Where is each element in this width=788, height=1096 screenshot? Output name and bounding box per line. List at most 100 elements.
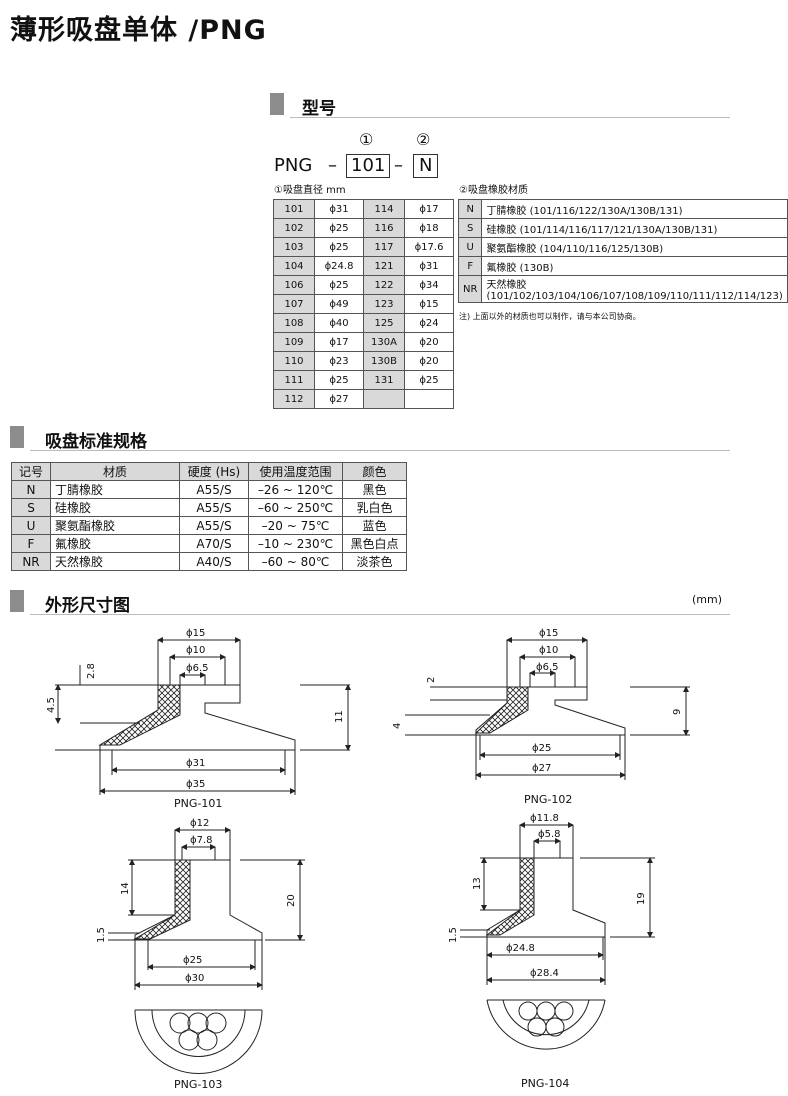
diameter-label: ①吸盘直径 mm [274, 185, 346, 196]
diameter-code: 106 [273, 275, 315, 295]
diameter-value: ϕ27 [314, 389, 364, 409]
diameter-code: 110 [273, 351, 315, 371]
model-code-2: N [413, 154, 439, 178]
png104-d118: ϕ11.8 [530, 813, 559, 824]
png102-h9: 9 [672, 709, 683, 715]
diameter-value: ϕ17 [404, 199, 454, 219]
material-desc: 丁腈橡胶 (101/116/122/130A/130B/131) [481, 199, 788, 219]
png101-h45: 4.5 [46, 697, 57, 713]
spec-cell: –60 ~ 80℃ [248, 552, 343, 571]
png103-h14: 14 [120, 882, 131, 895]
png-104-drawing [460, 822, 655, 1050]
spec-header: 硬度 (Hs) [179, 462, 249, 481]
model-code-1: 101 [346, 154, 391, 178]
section-rule [30, 450, 730, 451]
diameter-code: 109 [273, 332, 315, 352]
spec-cell: 黑色白点 [342, 534, 407, 553]
material-desc: 聚氨酯橡胶 (104/110/116/125/130B) [481, 237, 788, 257]
png103-d12: ϕ12 [190, 818, 209, 829]
diameter-value: ϕ25 [314, 218, 364, 238]
material-code: U [457, 237, 483, 257]
diameter-code: 130A [363, 332, 405, 352]
png101-d31: ϕ31 [186, 758, 205, 769]
diameter-value: ϕ25 [404, 370, 454, 390]
diameter-code: 130B [363, 351, 405, 371]
unit-label: (mm) [692, 593, 723, 606]
spec-cell: F [11, 534, 51, 553]
model-dash-2: – [394, 155, 403, 176]
diameter-value: ϕ31 [404, 256, 454, 276]
material-code: NR [457, 275, 483, 303]
diameter-value: ϕ40 [314, 313, 364, 333]
caption-png-103: PNG-103 [174, 1078, 223, 1091]
diameter-value: ϕ15 [404, 294, 454, 314]
dimension-drawings: ϕ15 ϕ10 ϕ6.5 2.8 4.5 11 ϕ31 ϕ35 ϕ15 ϕ10 … [46, 628, 690, 1074]
spec-cell: –20 ~ 75℃ [248, 516, 343, 535]
diameter-code: 104 [273, 256, 315, 276]
diameter-code: 111 [273, 370, 315, 390]
spec-cell: N [11, 480, 51, 499]
png101-d35: ϕ35 [186, 779, 205, 790]
png102-h2: 2 [426, 677, 437, 683]
diameter-code: 102 [273, 218, 315, 238]
diameter-value: ϕ18 [404, 218, 454, 238]
material-desc: 氟橡胶 (130B) [481, 256, 788, 276]
material-label: ②吸盘橡胶材质 [459, 185, 528, 196]
png104-h19: 19 [636, 892, 647, 905]
png101-d10: ϕ10 [186, 645, 205, 656]
spec-cell: NR [11, 552, 51, 571]
spec-header: 材质 [50, 462, 180, 481]
section-marker [270, 93, 284, 115]
png-101-drawing [55, 637, 351, 795]
spec-cell: U [11, 516, 51, 535]
spec-cell: 天然橡胶 [50, 552, 180, 571]
spec-cell: S [11, 498, 51, 517]
material-code: S [457, 218, 483, 238]
spec-header: 使用温度范围 [248, 462, 343, 481]
png102-d15: ϕ15 [539, 628, 558, 639]
diameter-value: ϕ20 [404, 351, 454, 371]
model-dash-1: – [328, 155, 337, 176]
page-title: 薄形吸盘单体 /PNG [10, 15, 267, 46]
spec-cell: –26 ~ 120℃ [248, 480, 343, 499]
png102-d27: ϕ27 [532, 763, 551, 774]
material-code: N [457, 199, 483, 219]
section-rule [30, 614, 730, 615]
png104-d58: ϕ5.8 [538, 829, 561, 840]
material-code: F [457, 256, 483, 276]
spec-cell: A40/S [179, 552, 249, 571]
png102-d65: ϕ6.5 [536, 662, 559, 673]
model-prefix: PNG [274, 155, 313, 176]
drawing-heading: 外形尺寸图 [45, 596, 130, 616]
diameter-value: ϕ17.6 [404, 237, 454, 257]
png101-h28: 2.8 [86, 663, 97, 679]
png-103-drawing [108, 827, 305, 1074]
png101-h11: 11 [334, 710, 345, 723]
spec-cell: 丁腈橡胶 [50, 480, 180, 499]
diameter-code: 116 [363, 218, 405, 238]
spec-cell: 乳白色 [342, 498, 407, 517]
diameter-code: 121 [363, 256, 405, 276]
png104-d248: ϕ24.8 [506, 943, 535, 954]
diameter-code: 117 [363, 237, 405, 257]
diameter-code [363, 389, 405, 409]
spec-cell: –60 ~ 250℃ [248, 498, 343, 517]
spec-header: 记号 [11, 462, 51, 481]
png103-h15: 1.5 [96, 927, 107, 943]
spec-cell: A70/S [179, 534, 249, 553]
spec-header: 颜色 [342, 462, 407, 481]
